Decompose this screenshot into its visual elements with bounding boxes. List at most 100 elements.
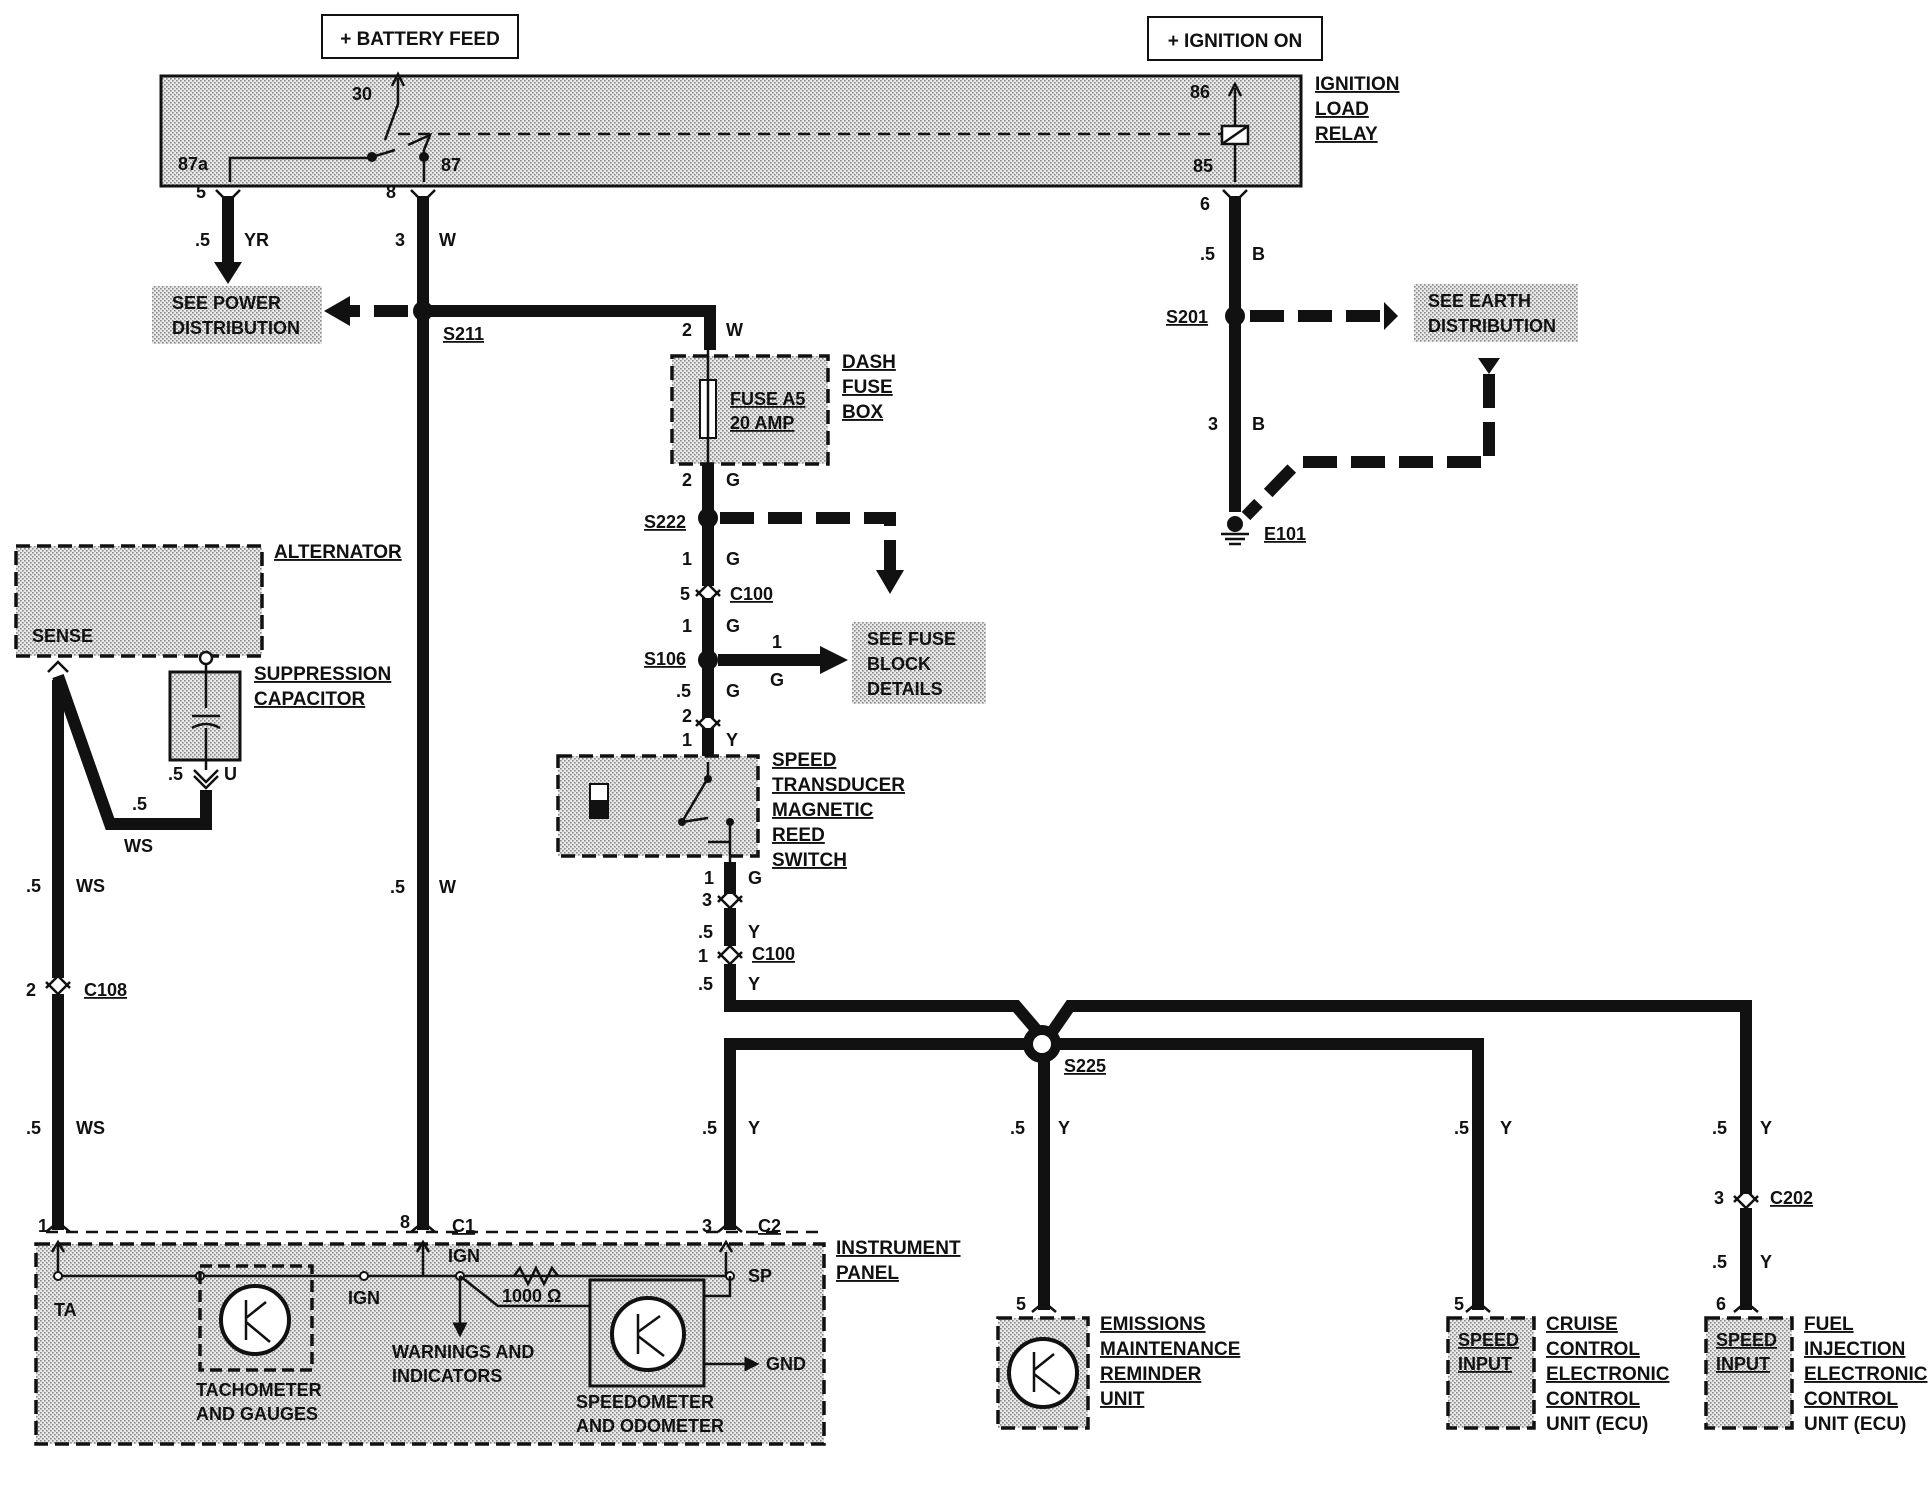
svg-text:PANEL: PANEL	[836, 1263, 899, 1284]
svg-text:.5: .5	[698, 922, 713, 942]
svg-text:WARNINGS AND: WARNINGS AND	[392, 1342, 534, 1362]
svg-text:+ BATTERY FEED: + BATTERY FEED	[340, 29, 500, 50]
svg-text:.5: .5	[132, 794, 147, 814]
svg-text:2: 2	[682, 706, 692, 726]
svg-text:ELECTRONIC: ELECTRONIC	[1546, 1364, 1670, 1385]
svg-text:Y: Y	[726, 730, 738, 750]
svg-text:S222: S222	[644, 512, 686, 532]
svg-text:S225: S225	[1064, 1056, 1106, 1076]
svg-text:IGN: IGN	[448, 1246, 480, 1266]
svg-text:DISTRIBUTION: DISTRIBUTION	[172, 318, 300, 338]
svg-text:Y: Y	[1058, 1118, 1070, 1138]
ignition-load-relay: 30 87a 87 86 85 IGNITION LOAD RELAY	[159, 71, 1399, 188]
svg-text:UNIT (ECU): UNIT (ECU)	[1804, 1414, 1906, 1435]
svg-text:8: 8	[400, 1212, 410, 1232]
splice-s201: S201	[1166, 302, 1398, 330]
svg-text:INJECTION: INJECTION	[1804, 1339, 1905, 1360]
splice-s222: S222	[644, 508, 904, 594]
svg-text:.5: .5	[1712, 1252, 1727, 1272]
svg-text:WS: WS	[124, 836, 153, 856]
svg-text:B: B	[1252, 244, 1265, 264]
svg-text:.5: .5	[168, 764, 183, 784]
svg-text:1: 1	[698, 946, 708, 966]
ignition-on-label: + IGNITION ON	[1147, 16, 1323, 61]
svg-text:.5: .5	[1712, 1118, 1727, 1138]
svg-text:C108: C108	[84, 980, 127, 1000]
svg-text:WS: WS	[76, 1118, 105, 1138]
svg-text:Y: Y	[1500, 1118, 1512, 1138]
svg-text:.5: .5	[26, 1118, 41, 1138]
svg-text:.5: .5	[676, 681, 691, 701]
svg-text:20 AMP: 20 AMP	[730, 413, 794, 433]
svg-text:.5: .5	[1454, 1118, 1469, 1138]
see-power-distribution: SEE POWER DISTRIBUTION	[152, 286, 322, 344]
svg-text:G: G	[726, 616, 740, 636]
svg-text:INDICATORS: INDICATORS	[392, 1366, 502, 1386]
svg-text:5: 5	[680, 584, 690, 604]
svg-text:30: 30	[352, 84, 372, 104]
svg-text:.5: .5	[26, 876, 41, 896]
svg-text:REMINDER: REMINDER	[1100, 1364, 1202, 1385]
svg-text:1: 1	[682, 730, 692, 750]
svg-text:SPEED: SPEED	[1716, 1330, 1777, 1350]
svg-text:.5: .5	[698, 974, 713, 994]
svg-text:Y: Y	[748, 922, 760, 942]
svg-text:6: 6	[1716, 1294, 1726, 1314]
svg-text:G: G	[770, 670, 784, 690]
svg-text:+ IGNITION ON: + IGNITION ON	[1168, 31, 1303, 52]
svg-text:DISTRIBUTION: DISTRIBUTION	[1428, 316, 1556, 336]
svg-text:1: 1	[704, 868, 714, 888]
svg-text:INSTRUMENT: INSTRUMENT	[836, 1238, 961, 1259]
svg-text:TRANSDUCER: TRANSDUCER	[772, 775, 905, 796]
svg-text:W: W	[439, 230, 456, 250]
svg-text:2: 2	[682, 470, 692, 490]
svg-text:2: 2	[682, 320, 692, 340]
svg-text:Y: Y	[1760, 1252, 1772, 1272]
svg-text:AND ODOMETER: AND ODOMETER	[576, 1416, 724, 1436]
svg-text:TACHOMETER: TACHOMETER	[196, 1380, 322, 1400]
ground-e101: E101	[1221, 516, 1306, 546]
svg-text:87a: 87a	[178, 154, 209, 174]
w-wire: 8 3 W .5 W	[386, 182, 456, 1230]
svg-text:1000 Ω: 1000 Ω	[502, 1286, 561, 1306]
svg-text:2: 2	[26, 980, 36, 1000]
svg-text:WS: WS	[76, 876, 105, 896]
svg-text:MAGNETIC: MAGNETIC	[772, 800, 874, 821]
svg-text:CONTROL: CONTROL	[1546, 1339, 1640, 1360]
svg-text:C2: C2	[758, 1216, 781, 1236]
svg-text:SUPPRESSION: SUPPRESSION	[254, 664, 391, 685]
svg-text:E101: E101	[1264, 524, 1306, 544]
speed-transducer-switch: SPEED TRANSDUCER MAGNETIC REED SWITCH	[556, 750, 905, 871]
svg-text:5: 5	[1016, 1294, 1026, 1314]
svg-text:Y: Y	[1760, 1118, 1772, 1138]
svg-text:SPEED: SPEED	[772, 750, 836, 771]
svg-text:C100: C100	[752, 944, 795, 964]
svg-text:.5: .5	[1200, 244, 1215, 264]
svg-text:LOAD: LOAD	[1315, 99, 1369, 120]
svg-text:3: 3	[395, 230, 405, 250]
svg-text:3: 3	[1208, 414, 1218, 434]
svg-text:B: B	[1252, 414, 1265, 434]
svg-text:DASH: DASH	[842, 352, 896, 373]
svg-text:3: 3	[702, 890, 712, 910]
svg-text:ELECTRONIC: ELECTRONIC	[1804, 1364, 1928, 1385]
svg-text:TA: TA	[54, 1300, 77, 1320]
svg-text:IGNITION: IGNITION	[1315, 74, 1399, 95]
connector-c100-upper: C100	[695, 582, 773, 734]
svg-text:INPUT: INPUT	[1716, 1354, 1770, 1374]
svg-text:UNIT: UNIT	[1100, 1389, 1145, 1410]
svg-text:S106: S106	[644, 649, 686, 669]
svg-text:.5: .5	[195, 230, 210, 250]
speedometer-odometer: GND SPEEDOMETER AND ODOMETER	[576, 1278, 806, 1436]
svg-text:RELAY: RELAY	[1315, 124, 1378, 145]
svg-text:REED: REED	[772, 825, 825, 846]
svg-text:AND GAUGES: AND GAUGES	[196, 1404, 318, 1424]
svg-text:UNIT (ECU): UNIT (ECU)	[1546, 1414, 1648, 1435]
splice-s225: S225	[724, 1000, 1752, 1310]
svg-text:1: 1	[38, 1216, 48, 1236]
svg-text:G: G	[726, 549, 740, 569]
svg-text:DETAILS: DETAILS	[867, 679, 943, 699]
instrument-panel: 1 8 C1 3 C2 INSTRUMENT PANEL TA IGN IGN …	[34, 1118, 961, 1446]
svg-text:BOX: BOX	[842, 402, 884, 423]
svg-text:3: 3	[702, 1216, 712, 1236]
